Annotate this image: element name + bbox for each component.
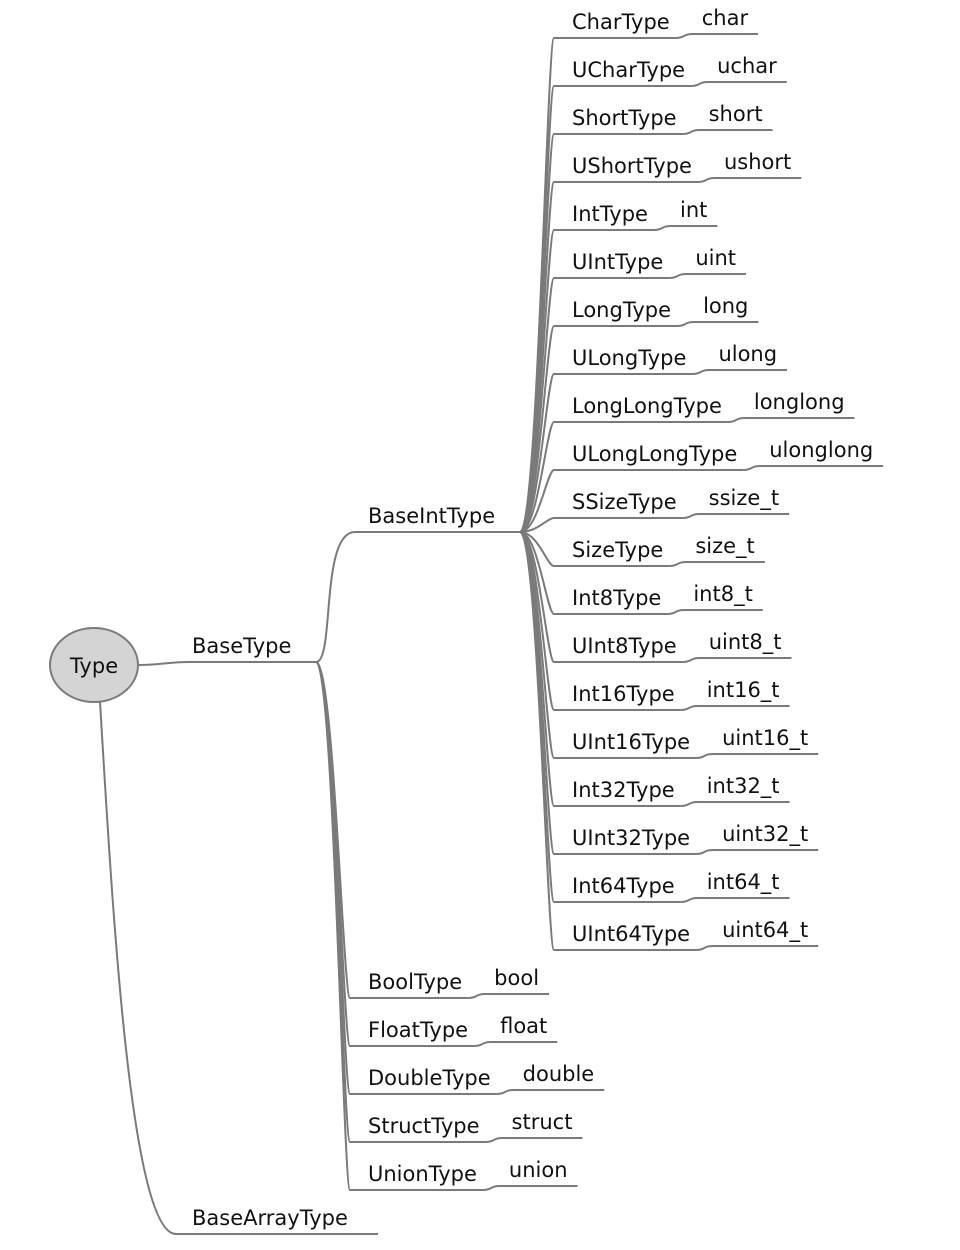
edge-chartype-alias — [675, 33, 759, 39]
edge-ulongtype-alias — [692, 369, 788, 375]
node-uint16type-alias[interactable]: uint16_t — [722, 726, 808, 751]
root-node-ellipse — [49, 627, 139, 703]
node-int16type[interactable]: Int16Type — [572, 682, 675, 706]
edge-int8type-alias — [667, 609, 763, 615]
node-shorttype[interactable]: ShortType — [572, 106, 677, 130]
node-ulongtype[interactable]: ULongType — [572, 346, 686, 370]
node-uchartype[interactable]: UCharType — [572, 58, 685, 82]
node-uniontype-alias[interactable]: union — [509, 1158, 568, 1182]
edge-floattype-alias — [474, 1041, 558, 1047]
node-longlongtype[interactable]: LongLongType — [572, 394, 722, 418]
edge-root-basetype — [138, 661, 316, 666]
node-ulonglongtype[interactable]: ULongLongType — [572, 442, 737, 466]
node-int32type-alias[interactable]: int32_t — [707, 774, 780, 799]
branch-nodes: BaseType BaseIntType BaseArrayType — [192, 504, 495, 1230]
node-doubletype[interactable]: DoubleType — [368, 1066, 491, 1090]
edge-ushorttype-alias — [697, 177, 802, 183]
node-int8type-alias[interactable]: int8_t — [693, 582, 752, 607]
node-longtype[interactable]: LongType — [572, 298, 671, 322]
node-uint64type-alias[interactable]: uint64_t — [722, 918, 808, 943]
node-uniontype[interactable]: UnionType — [368, 1162, 477, 1186]
node-basearraytype[interactable]: BaseArrayType — [192, 1206, 348, 1230]
node-int64type[interactable]: Int64Type — [572, 874, 675, 898]
edge-ssizetype-alias — [682, 513, 790, 519]
edge-uint8type-alias — [682, 657, 792, 663]
node-inttype-alias[interactable]: int — [680, 198, 707, 222]
edge-doubletype-alias — [496, 1089, 605, 1095]
node-sizetype-alias[interactable]: size_t — [695, 534, 754, 559]
node-floattype-alias[interactable]: float — [500, 1014, 547, 1038]
edge-longlongtype — [519, 421, 728, 533]
node-ssizetype-alias[interactable]: ssize_t — [709, 486, 779, 511]
node-uint64type[interactable]: UInt64Type — [572, 922, 690, 946]
node-ushorttype-alias[interactable]: ushort — [724, 150, 791, 174]
edge-uinttype-alias — [669, 273, 747, 279]
node-baseinttype[interactable]: BaseIntType — [368, 504, 495, 528]
edge-basetype-baseinttype — [315, 531, 520, 663]
node-uchartype-alias[interactable]: uchar — [717, 54, 777, 78]
edge-uint64type — [519, 531, 697, 951]
node-uint16type[interactable]: UInt16Type — [572, 730, 690, 754]
node-doubletype-alias[interactable]: double — [523, 1062, 595, 1086]
edge-booltype-alias — [468, 993, 550, 999]
node-inttype[interactable]: IntType — [572, 202, 648, 226]
node-shorttype-alias[interactable]: short — [709, 102, 763, 126]
edge-uint16type-alias — [696, 753, 819, 759]
node-uint8type[interactable]: UInt8Type — [572, 634, 677, 658]
root-node-label: Type — [69, 654, 118, 678]
node-booltype[interactable]: BoolType — [368, 970, 462, 994]
node-sizetype[interactable]: SizeType — [572, 538, 663, 562]
edge-ulonglongtype-alias — [743, 465, 884, 471]
edge-longtype-alias — [677, 321, 759, 327]
node-chartype-alias[interactable]: char — [702, 6, 749, 30]
edge-int32type-alias — [680, 801, 790, 807]
node-uint32type[interactable]: UInt32Type — [572, 826, 690, 850]
edge-inttype-alias — [653, 225, 718, 231]
edge-uchartype-alias — [691, 81, 787, 87]
edge-ssizetype — [519, 517, 683, 533]
edge-uint64type-alias — [696, 945, 819, 951]
node-uinttype[interactable]: UIntType — [572, 250, 663, 274]
edge-int64type-alias — [680, 897, 790, 903]
node-int16type-alias[interactable]: int16_t — [707, 678, 780, 703]
node-ushorttype[interactable]: UShortType — [572, 154, 692, 178]
node-uint8type-alias[interactable]: uint8_t — [709, 630, 782, 655]
edge-ulongtype — [519, 373, 693, 533]
edge-structtype-alias — [485, 1137, 583, 1143]
node-floattype[interactable]: FloatType — [368, 1018, 468, 1042]
edge-uniontype-alias — [482, 1185, 578, 1191]
node-int64type-alias[interactable]: int64_t — [707, 870, 780, 895]
node-booltype-alias[interactable]: bool — [494, 966, 539, 990]
edge-uniontype — [315, 661, 483, 1191]
edge-ulonglongtype — [519, 469, 744, 533]
node-int8type[interactable]: Int8Type — [572, 586, 661, 610]
node-chartype[interactable]: CharType — [572, 10, 670, 34]
edge-longtype — [519, 325, 678, 533]
edge-longlongtype-alias — [727, 417, 855, 423]
node-ulonglongtype-alias[interactable]: ulonglong — [769, 438, 873, 462]
node-uinttype-alias[interactable]: uint — [695, 246, 736, 270]
node-ulongtype-alias[interactable]: ulong — [718, 342, 777, 366]
edge-root-basearraytype — [99, 701, 378, 1235]
node-uint32type-alias[interactable]: uint32_t — [722, 822, 808, 847]
node-int32type[interactable]: Int32Type — [572, 778, 675, 802]
node-structtype-alias[interactable]: struct — [512, 1110, 573, 1134]
edge-shorttype-alias — [682, 129, 773, 135]
edge-sizetype-alias — [669, 561, 765, 567]
root-node[interactable]: Type — [49, 627, 139, 703]
edge-uint32type-alias — [696, 849, 819, 855]
edge-int16type-alias — [680, 705, 790, 711]
node-longlongtype-alias[interactable]: longlong — [754, 390, 845, 414]
edges — [99, 531, 520, 1235]
node-basetype[interactable]: BaseType — [192, 634, 291, 658]
node-structtype[interactable]: StructType — [368, 1114, 480, 1138]
child-edges — [315, 33, 884, 1191]
node-ssizetype[interactable]: SSizeType — [572, 490, 677, 514]
node-longtype-alias[interactable]: long — [703, 294, 748, 318]
